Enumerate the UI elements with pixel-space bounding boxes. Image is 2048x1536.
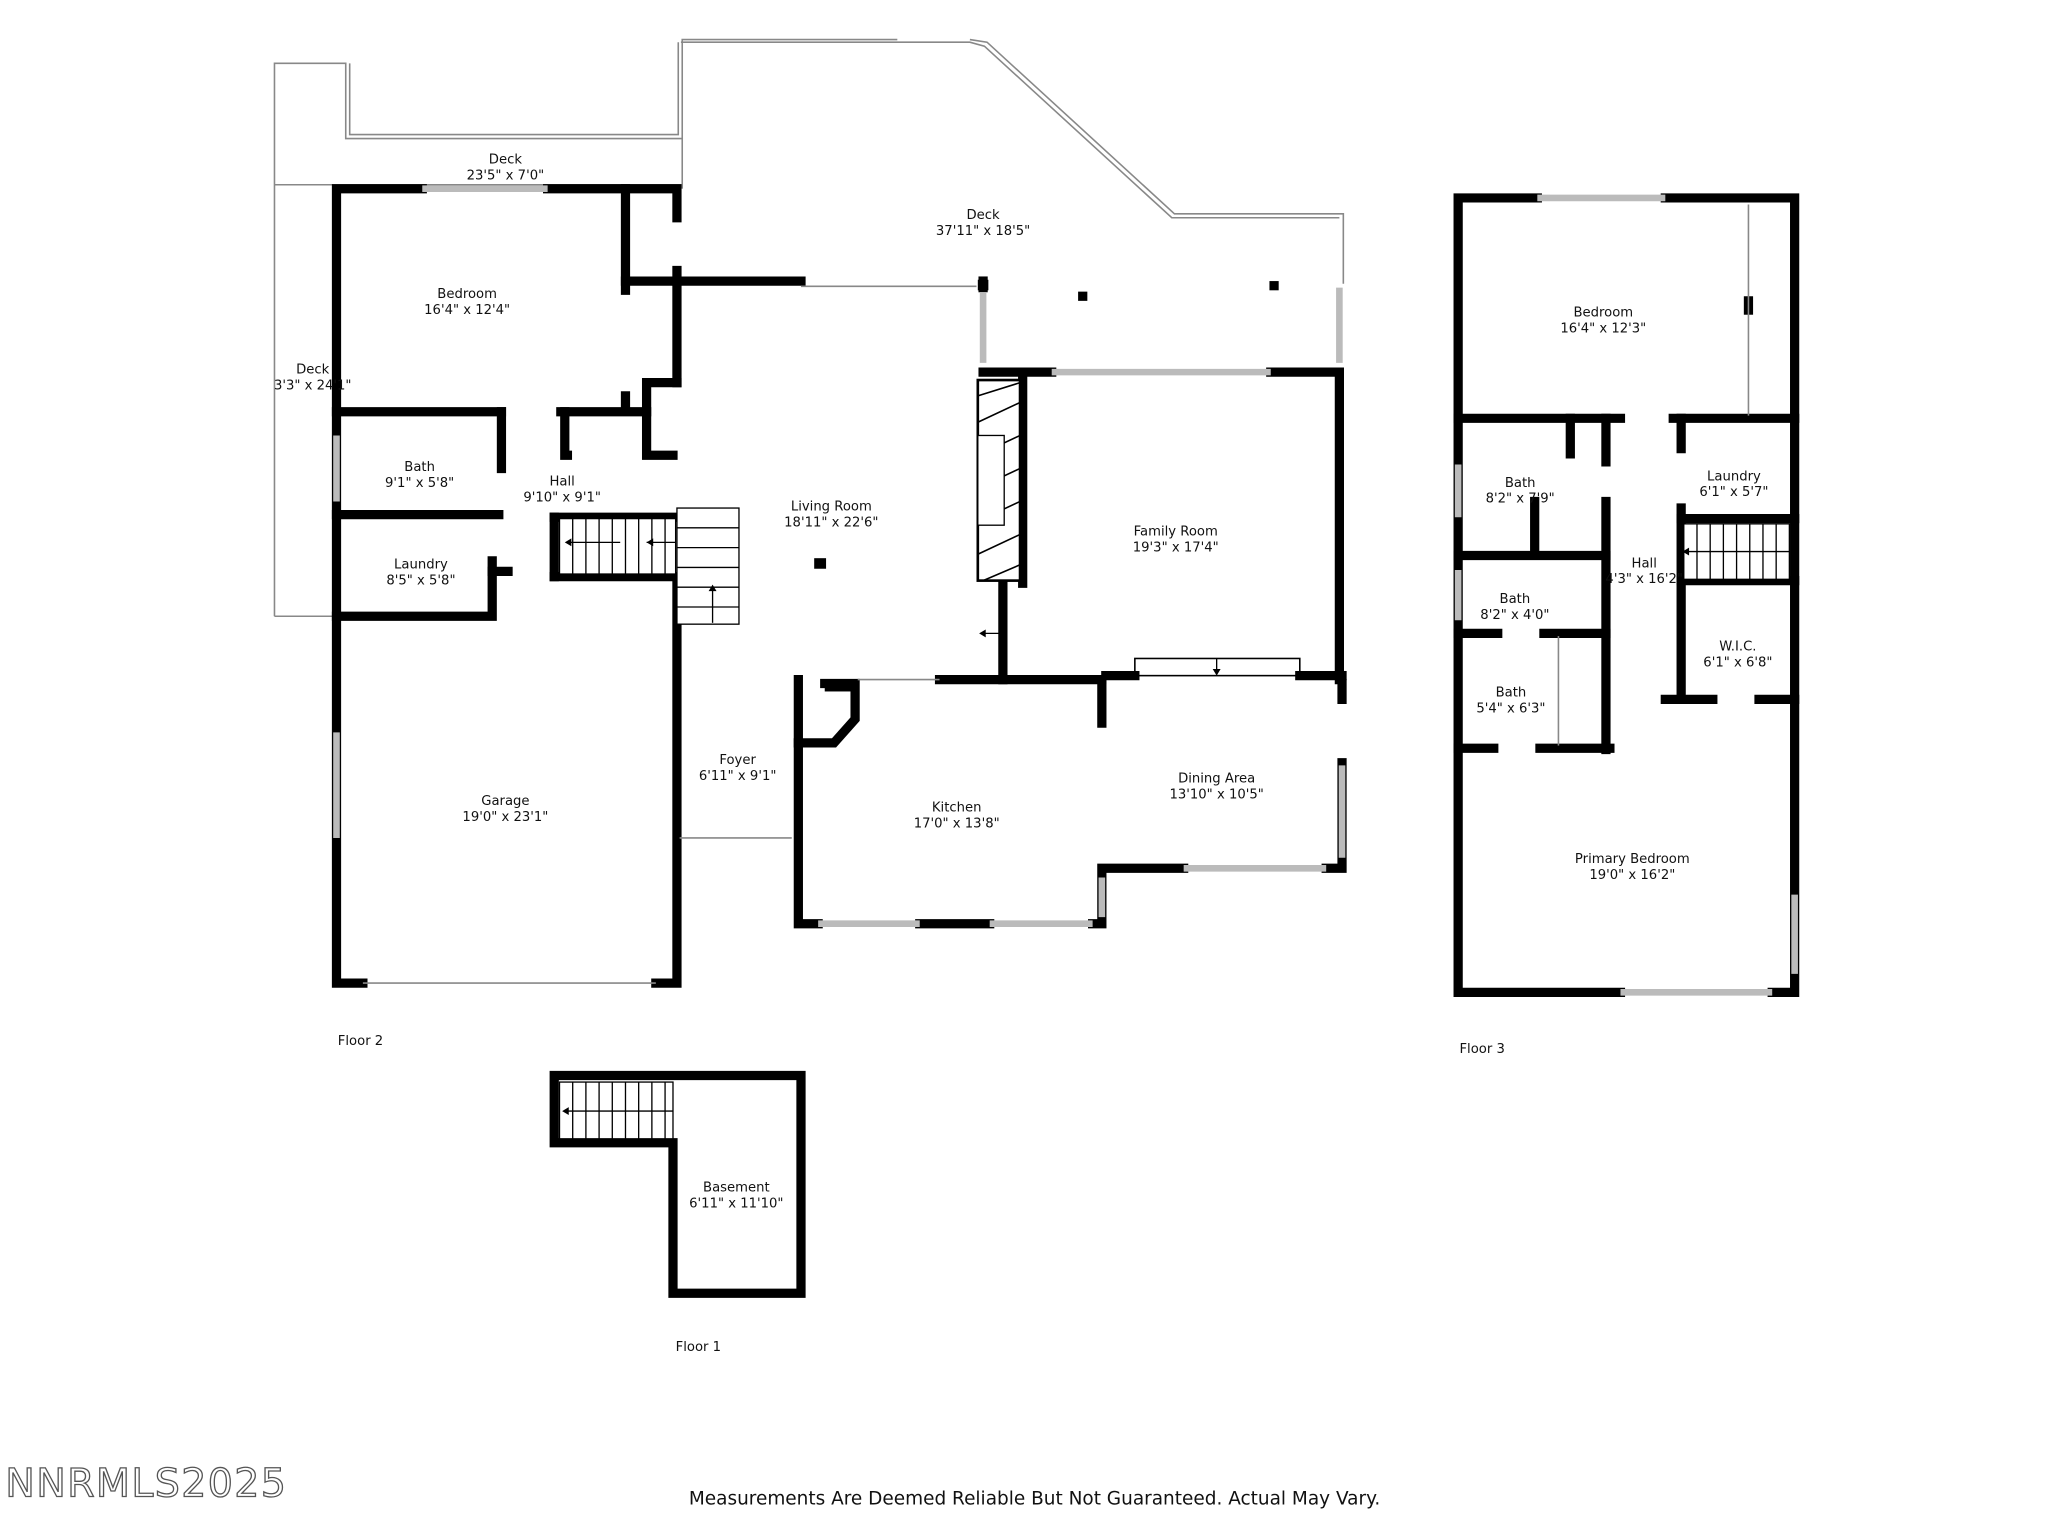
room-name: Basement [703,1181,770,1196]
room-dims: 4'3" x 16'2" [1605,572,1683,587]
fireplace-icon [976,378,1022,582]
stairs-icon [558,507,1221,676]
room-name: W.I.C. [1719,640,1756,655]
room-name: Bedroom [1573,306,1633,321]
room-name: Primary Bedroom [1575,852,1690,867]
stairs-icon [1682,523,1791,580]
room-name: Deck [296,362,330,377]
room-dims: 19'0" x 23'1" [462,810,548,825]
room-dims: 9'1" x 5'8" [385,476,454,491]
room-name: Bath [1505,476,1536,491]
room-dims: 3'3" x 24'1" [274,378,352,393]
room-dims: 8'2" x 4'0" [1480,608,1549,623]
column [814,558,827,569]
room-dims: 6'11" x 9'1" [699,769,777,784]
room-name: Laundry [394,558,448,573]
room-name: Kitchen [932,801,982,816]
watermark: NNRMLS2025 [5,1460,287,1506]
room-name: Bedroom [437,287,497,302]
room-name: Hall [1632,556,1657,571]
room-dims: 16'4" x 12'4" [424,303,510,318]
windows [333,185,1346,984]
room-name: Laundry [1707,469,1761,484]
floor-3-label: Floor 3 [1459,1042,1504,1057]
room-dims: 5'4" x 6'3" [1476,702,1545,717]
room-dims: 6'1" x 6'8" [1703,655,1772,670]
windows [1454,194,1798,996]
room-dims: 19'3" x 17'4" [1133,541,1219,556]
room-dims: 19'0" x 16'2" [1589,868,1675,883]
deck-outline [969,38,1345,284]
svg-text:W.I.C.6'1" x 6'8": W.I.C.6'1" x 6'8" [1703,640,1772,671]
room-dims: 8'5" x 5'8" [386,574,455,589]
disclaimer: Measurements Are Deemed Reliable But Not… [689,1488,1380,1509]
room-name: Living Room [791,500,872,515]
walls [331,184,1347,988]
deck-outline-inner [680,41,1340,219]
deck-outline [273,38,898,617]
room-dims: 6'1" x 5'7" [1699,485,1768,500]
stairs-icon [558,1081,674,1140]
room-name: Family Room [1134,525,1218,540]
room-dims: 37'11" x 18'5" [936,224,1030,239]
room-name: Bath [1500,592,1531,607]
deck-outline-inner [348,42,680,136]
room-name: Deck [967,208,1001,223]
room-dims: 17'0" x 13'8" [914,816,1000,831]
room-name: Bath [1496,686,1527,701]
room-dims: 6'11" x 11'10" [689,1196,783,1211]
room-dims: 23'5" x 7'0" [467,168,545,183]
room-dims: 8'2" x 7'9" [1486,492,1555,507]
floor-2-label: Floor 2 [338,1034,383,1049]
room-name: Garage [481,794,529,809]
room-dims: 13'10" x 10'5" [1170,787,1264,802]
room-name: Foyer [719,753,756,768]
room-name: Deck [489,153,523,168]
room-name: Hall [549,475,574,490]
room-dims: 9'10" x 9'1" [523,490,601,505]
room-dims: 16'4" x 12'3" [1560,322,1646,337]
floor-1-label: Floor 1 [676,1340,721,1355]
room-dims: 18'11" x 22'6" [784,516,878,531]
room-name: Dining Area [1178,772,1255,787]
walls [549,1070,806,1298]
room-name: Bath [404,460,435,475]
